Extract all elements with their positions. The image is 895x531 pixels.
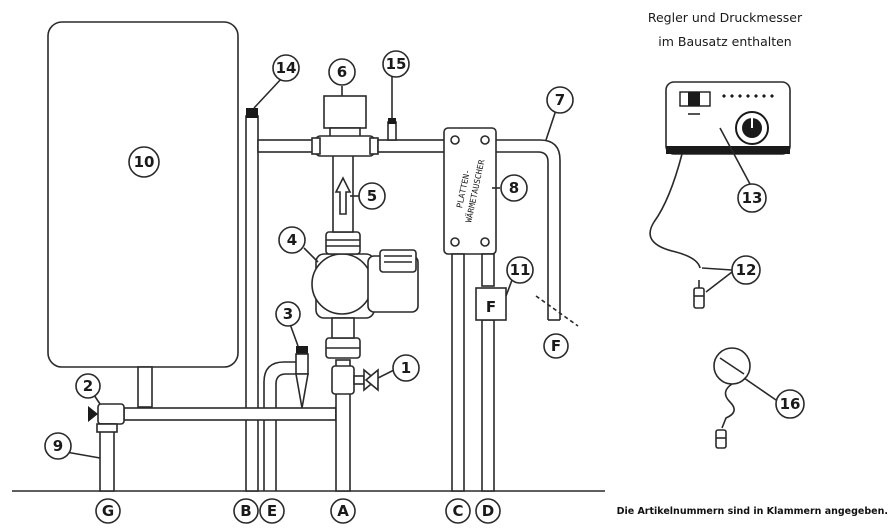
callout-14: 14 bbox=[272, 54, 300, 82]
connection-d: D bbox=[475, 498, 501, 524]
controller-cable bbox=[649, 153, 701, 269]
svg-text:4: 4 bbox=[287, 231, 297, 249]
callout-1: 1 bbox=[392, 354, 420, 382]
svg-text:6: 6 bbox=[337, 63, 347, 81]
svg-text:10: 10 bbox=[134, 153, 155, 171]
pipe-d-lower bbox=[481, 319, 495, 492]
svg-text:G: G bbox=[102, 502, 114, 520]
sensor-12 bbox=[693, 287, 705, 309]
vent-15 bbox=[387, 121, 397, 141]
svg-text:3: 3 bbox=[283, 305, 293, 323]
vent-15-cap bbox=[388, 118, 396, 124]
pipe-g bbox=[99, 423, 115, 492]
mixing-valve-6-body bbox=[315, 135, 375, 157]
pipe-7-inner bbox=[496, 151, 549, 320]
callout-15: 15 bbox=[382, 50, 410, 78]
valve-1-icon-b bbox=[364, 368, 379, 392]
svg-text:12: 12 bbox=[736, 261, 757, 279]
caption-line-2: im Bausatz enthalten bbox=[658, 34, 791, 49]
upper-union bbox=[325, 231, 361, 255]
storage-tank bbox=[47, 21, 239, 368]
svg-text:11: 11 bbox=[510, 261, 531, 279]
vent-3-cap bbox=[296, 346, 308, 354]
plate-heat-exchanger bbox=[443, 127, 497, 255]
svg-text:C: C bbox=[452, 502, 463, 520]
valve-1-stem bbox=[353, 375, 365, 385]
footnote: Die Artikelnummern sind in Klammern ange… bbox=[617, 506, 888, 517]
pump-lower-neck bbox=[331, 317, 355, 339]
pipe-top-left bbox=[257, 139, 321, 153]
pipe-e-loop bbox=[263, 361, 300, 491]
svg-text:B: B bbox=[240, 502, 251, 520]
mixing-valve-6-right-nut bbox=[369, 137, 379, 155]
pipe-d-upper bbox=[481, 253, 495, 287]
connection-c: C bbox=[445, 498, 471, 524]
callout-9: 9 bbox=[44, 432, 72, 460]
svg-text:D: D bbox=[482, 502, 494, 520]
svg-text:7: 7 bbox=[555, 91, 565, 109]
tee-fitting bbox=[331, 365, 355, 395]
connection-e: E bbox=[259, 498, 285, 524]
callout-6: 6 bbox=[328, 58, 356, 86]
callout-11: 11 bbox=[506, 256, 534, 284]
svg-text:1: 1 bbox=[401, 359, 411, 377]
connection-f: F bbox=[543, 333, 569, 359]
svg-text:2: 2 bbox=[83, 377, 93, 395]
svg-text:A: A bbox=[337, 502, 349, 520]
flow-arrow-5 bbox=[334, 176, 352, 215]
connection-g: G bbox=[95, 498, 121, 524]
svg-text:14: 14 bbox=[276, 59, 297, 77]
vent-3-tip bbox=[295, 373, 309, 409]
flow-meter-box bbox=[475, 287, 507, 321]
callout-8: 8 bbox=[500, 174, 528, 202]
leader-lines bbox=[65, 76, 777, 459]
gauge-capillary bbox=[721, 383, 735, 429]
callout-10: 10 bbox=[128, 146, 160, 178]
valve-2-handle bbox=[88, 406, 98, 422]
callout-16: 16 bbox=[775, 389, 805, 419]
callout-13: 13 bbox=[737, 183, 767, 213]
callout-5: 5 bbox=[358, 182, 386, 210]
svg-text:8: 8 bbox=[509, 179, 519, 197]
callout-7: 7 bbox=[546, 86, 574, 114]
callout-3: 3 bbox=[275, 301, 301, 327]
pipe-top-right bbox=[377, 139, 447, 153]
pump-rotor bbox=[311, 253, 373, 315]
pipe-c bbox=[451, 253, 465, 492]
vent-14-body bbox=[246, 108, 258, 118]
svg-text:5: 5 bbox=[367, 187, 377, 205]
callout-12: 12 bbox=[731, 255, 761, 285]
pipe-g-cap bbox=[96, 423, 118, 433]
tank-outlet-stub bbox=[137, 366, 153, 408]
flow-meter-label: F bbox=[486, 298, 496, 316]
svg-text:F: F bbox=[551, 337, 561, 355]
pipe-7 bbox=[496, 139, 561, 320]
dashed-link-f bbox=[535, 295, 579, 327]
pipe-bottom-horizontal bbox=[123, 407, 337, 421]
svg-text:16: 16 bbox=[780, 395, 801, 413]
svg-text:E: E bbox=[267, 502, 277, 520]
connection-a: A bbox=[330, 498, 356, 524]
valve-2-body bbox=[97, 403, 125, 425]
mixing-valve-6-actuator bbox=[323, 95, 367, 129]
pipe-e-loop-inner bbox=[275, 373, 300, 491]
pump-terminal-box bbox=[379, 249, 417, 273]
callout-4: 4 bbox=[278, 226, 306, 254]
svg-text:13: 13 bbox=[742, 189, 763, 207]
mixing-valve-6-left-nut bbox=[311, 137, 321, 155]
svg-text:9: 9 bbox=[53, 437, 63, 455]
caption-line-1: Regler und Druckmesser bbox=[648, 10, 803, 25]
vent-3-body bbox=[295, 353, 309, 375]
svg-text:15: 15 bbox=[386, 55, 407, 73]
pipe-b bbox=[245, 115, 259, 492]
gauge-probe bbox=[715, 429, 727, 449]
connection-b: B bbox=[233, 498, 259, 524]
callout-2: 2 bbox=[75, 373, 101, 399]
